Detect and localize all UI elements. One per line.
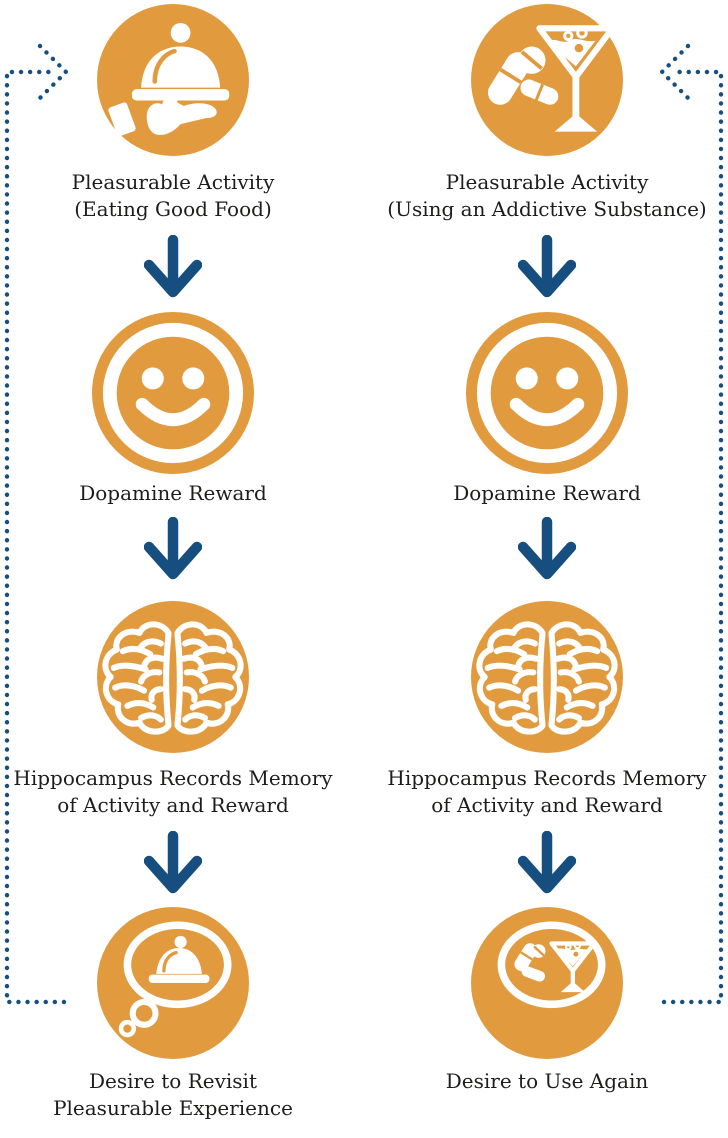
right-loop-arrowhead-icon (658, 43, 691, 101)
down-arrow-icon (518, 517, 576, 580)
left-feedback-loop-dotted-arrow (4, 43, 70, 1005)
down-arrow-icon (144, 831, 202, 894)
down-arrow-icon (144, 517, 202, 580)
step-label-line: Hippocampus Records Memory (387, 766, 707, 790)
thought-bubble-pills-martini-icon (471, 907, 623, 1059)
step-label-line: Hippocampus Records Memory (13, 766, 333, 790)
step-label-line: Pleasurable Activity (445, 170, 649, 194)
step-circle-hippocampus-right (471, 601, 623, 753)
left-loop-arrowhead-icon (37, 43, 70, 101)
pills-and-martini-icon (471, 4, 623, 156)
step-label-line: Pleasurable Experience (53, 1096, 293, 1120)
down-arrow-icon (518, 235, 576, 298)
brain-icon (471, 601, 623, 753)
step-label-line: Dopamine Reward (453, 481, 641, 505)
addictive-substance-column: Pleasurable Activity (Using an Addictive… (374, 0, 720, 1095)
step-label-line: (Using an Addictive Substance) (387, 197, 707, 221)
step-circle-desire-revisit (97, 907, 249, 1059)
step-label-dopamine-right: Dopamine Reward (453, 480, 641, 507)
step-circle-hippocampus-left (97, 601, 249, 753)
smiley-face-icon (466, 312, 628, 474)
step-label-desire-revisit: Desire to Revisit Pleasurable Experience (53, 1068, 293, 1122)
step-label-line: Desire to Use Again (445, 1069, 649, 1093)
smiley-face-icon (92, 312, 254, 474)
serving-dish-in-hand-icon (97, 4, 249, 156)
step-label-desire-use-again: Desire to Use Again (446, 1068, 648, 1095)
step-label-line: of Activity and Reward (57, 793, 289, 817)
step-circle-eating (97, 4, 249, 156)
step-label-hippocampus-right: Hippocampus Records Memory of Activity a… (387, 765, 706, 819)
down-arrow-icon (144, 235, 202, 298)
step-label-line: (Eating Good Food) (74, 197, 272, 221)
step-circle-substance (471, 4, 623, 156)
step-circle-dopamine-left (92, 312, 254, 474)
right-feedback-loop-dotted-arrow (658, 43, 724, 1005)
step-label-dopamine-left: Dopamine Reward (79, 480, 267, 507)
step-label-line: Pleasurable Activity (71, 170, 275, 194)
natural-reward-column: Pleasurable Activity (Eating Good Food) … (0, 0, 346, 1122)
step-label-hippocampus-left: Hippocampus Records Memory of Activity a… (13, 765, 332, 819)
step-label-pleasurable-activity-food: Pleasurable Activity (Eating Good Food) (72, 169, 275, 223)
step-circle-dopamine-right (466, 312, 628, 474)
step-label-line: Desire to Revisit (88, 1069, 257, 1093)
down-arrow-icon (518, 831, 576, 894)
step-label-pleasurable-activity-substance: Pleasurable Activity (Using an Addictive… (387, 169, 706, 223)
thought-bubble-serving-dish-icon (97, 907, 249, 1059)
step-label-line: of Activity and Reward (431, 793, 663, 817)
step-circle-desire-use-again (471, 907, 623, 1059)
step-label-line: Dopamine Reward (79, 481, 267, 505)
brain-icon (97, 601, 249, 753)
